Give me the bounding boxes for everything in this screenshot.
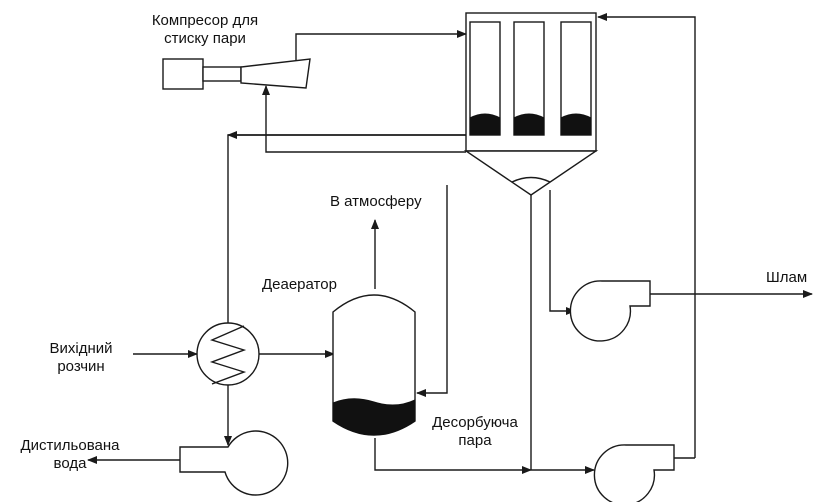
deaerator (332, 294, 416, 436)
distillate-pump-body (179, 430, 289, 496)
tube-liquid-3 (560, 113, 592, 136)
tube-liquid-2 (513, 113, 545, 136)
recirculation-return-line (597, 13, 696, 458)
deaerator-label: Деаератор (262, 276, 337, 293)
sludge-pump (569, 280, 651, 342)
evaporator (463, 12, 599, 470)
atmosphere-label: В атмосферу (330, 193, 422, 210)
recirculation-pump (593, 444, 675, 502)
desorbing-steam-line (416, 185, 448, 397)
feed-solution-label-line2: розчин (57, 358, 105, 375)
compressor-label: Компресор для стиску пари (140, 12, 270, 48)
compressor-motor (162, 58, 204, 90)
deaerator-outlet-line (374, 438, 532, 474)
tube-liquid-1 (469, 113, 501, 136)
desorbing-steam-label-line1: Десорбуюча (432, 414, 518, 431)
compressor-label-line2: стиску пари (164, 30, 246, 47)
cone-liquid-surface (511, 176, 551, 183)
compressed-vapor-line (295, 30, 467, 60)
feed-solution-label: Вихідний розчин (36, 340, 126, 376)
heat-exchanger (196, 322, 260, 386)
distilled-water-label-line2: вода (53, 455, 87, 472)
deaerator-liquid (332, 398, 416, 436)
distillate-pump (179, 430, 289, 496)
desorbing-steam-label: Десорбуюча пара (420, 414, 530, 450)
secondary-vapor-line (262, 85, 466, 153)
sludge-branch-line (549, 190, 576, 315)
recirculation-pump-body (593, 444, 675, 502)
vapor-compressor (162, 58, 311, 90)
evaporator-cone (463, 150, 599, 196)
heat-exchanger-coil (209, 325, 247, 385)
compressor-label-line1: Компресор для (151, 12, 259, 29)
sludge-label: Шлам (766, 269, 808, 286)
distilled-water-label: Дистильована вода (14, 437, 126, 473)
compressor-shaft (202, 66, 242, 82)
desorbing-steam-label-line2: пара (458, 432, 492, 449)
compressor-body (240, 58, 311, 89)
distilled-water-label-line1: Дистильована (20, 437, 120, 454)
feed-solution-label-line1: Вихідний (49, 340, 113, 357)
sludge-pump-body (569, 280, 651, 342)
